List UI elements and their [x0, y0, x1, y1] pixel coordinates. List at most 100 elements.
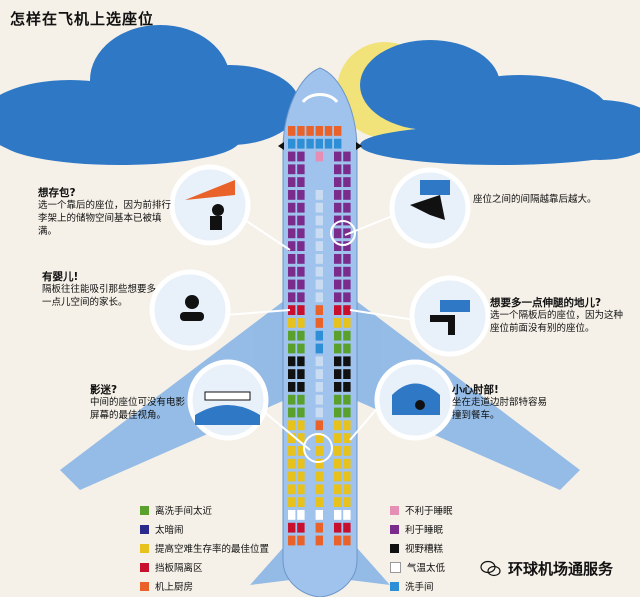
legend-item: 太暗闹 [140, 522, 184, 536]
seat [343, 484, 351, 495]
seat [343, 458, 351, 469]
seat [288, 356, 296, 367]
legend-swatch [390, 561, 401, 573]
legend-label: 利于睡眠 [405, 525, 444, 536]
callout-body: 坐在走道边肘部特容易撞到餐车。 [452, 397, 548, 421]
connectors [224, 214, 416, 451]
seat [297, 241, 305, 251]
seat [297, 510, 305, 520]
seat [288, 254, 296, 264]
seat [288, 394, 296, 405]
seat [343, 292, 351, 303]
legend-swatch [390, 505, 399, 515]
seat [297, 497, 305, 507]
seat [288, 471, 296, 482]
seat [334, 458, 342, 469]
seat [288, 369, 296, 379]
seat [343, 471, 351, 482]
callout-heading: 想要多一点伸腿的地儿? [490, 297, 602, 309]
legend-label: 机上厨房 [155, 582, 194, 593]
seat [297, 330, 305, 341]
seat [334, 318, 342, 328]
seat [297, 279, 305, 290]
seat [288, 266, 296, 277]
legend-item: 视野糟糕 [390, 541, 443, 555]
seat [297, 254, 305, 264]
seat [334, 266, 342, 277]
seat [288, 202, 296, 213]
seat [334, 394, 342, 405]
seat [315, 138, 323, 149]
seat [334, 535, 342, 546]
callout-heading: 想存包? [38, 187, 76, 199]
seat [297, 369, 305, 379]
legend-label: 气温太低 [407, 563, 446, 574]
seat [315, 458, 323, 469]
seat [343, 164, 351, 175]
seat [315, 241, 323, 251]
seat [288, 126, 296, 136]
seat [288, 510, 296, 520]
seat [343, 433, 351, 443]
seat [334, 420, 342, 431]
seat [334, 510, 342, 520]
seat [315, 535, 323, 546]
seat [288, 420, 296, 431]
callout-body: 选一个靠后的座位，因为前排行李架上的储物空间基本已被填满。 [38, 200, 172, 237]
legend-swatch [390, 581, 399, 591]
storage-circle [169, 164, 251, 246]
seat [315, 369, 323, 379]
seat [288, 382, 296, 392]
callout-heading: 小心肘部! [452, 384, 499, 396]
legend-item: 机上厨房 [140, 579, 193, 593]
legend-item: 气温太低 [390, 560, 445, 574]
legend-item: 挡板隔离区 [140, 560, 203, 574]
seat [306, 126, 314, 136]
seat [297, 420, 305, 431]
seat [288, 190, 296, 200]
seat [297, 522, 305, 533]
seat [324, 126, 333, 136]
seat [288, 407, 296, 418]
seat [288, 343, 296, 354]
seat [324, 138, 333, 149]
seat [334, 138, 342, 149]
legend-label: 不利于睡眠 [405, 506, 453, 517]
seat [343, 190, 351, 200]
seat [315, 394, 323, 405]
seat [315, 292, 323, 303]
seat [315, 151, 323, 162]
circle-icons [180, 180, 470, 425]
seat [334, 279, 342, 290]
seat [315, 497, 323, 507]
seat [315, 228, 323, 239]
legend-label: 离洗手间太近 [155, 506, 213, 517]
seat [343, 382, 351, 392]
legend-swatch [140, 505, 149, 515]
callout-baby: 有婴儿! 隔板往往能吸引那些想要多一点儿空间的家长。 [42, 270, 162, 310]
seat [343, 241, 351, 251]
seat [297, 343, 305, 354]
seat [315, 202, 323, 213]
seat [297, 266, 305, 277]
seat [343, 510, 351, 520]
seat [297, 292, 305, 303]
seat [334, 164, 342, 175]
seat [288, 318, 296, 328]
seat [288, 458, 296, 469]
seat [288, 535, 296, 546]
legend-item: 提高空难生存率的最佳位置 [140, 541, 269, 555]
legend-swatch [140, 581, 149, 591]
seat [288, 484, 296, 495]
callout-movie: 影迷? 中间的座位可没有电影屏幕的最佳视角。 [90, 383, 190, 423]
seat [297, 535, 305, 546]
seat [343, 330, 351, 341]
seat [334, 305, 342, 315]
seat [297, 151, 305, 162]
seat [343, 318, 351, 328]
seat [343, 202, 351, 213]
seat [288, 151, 296, 162]
seat [315, 279, 323, 290]
seat [288, 215, 296, 226]
